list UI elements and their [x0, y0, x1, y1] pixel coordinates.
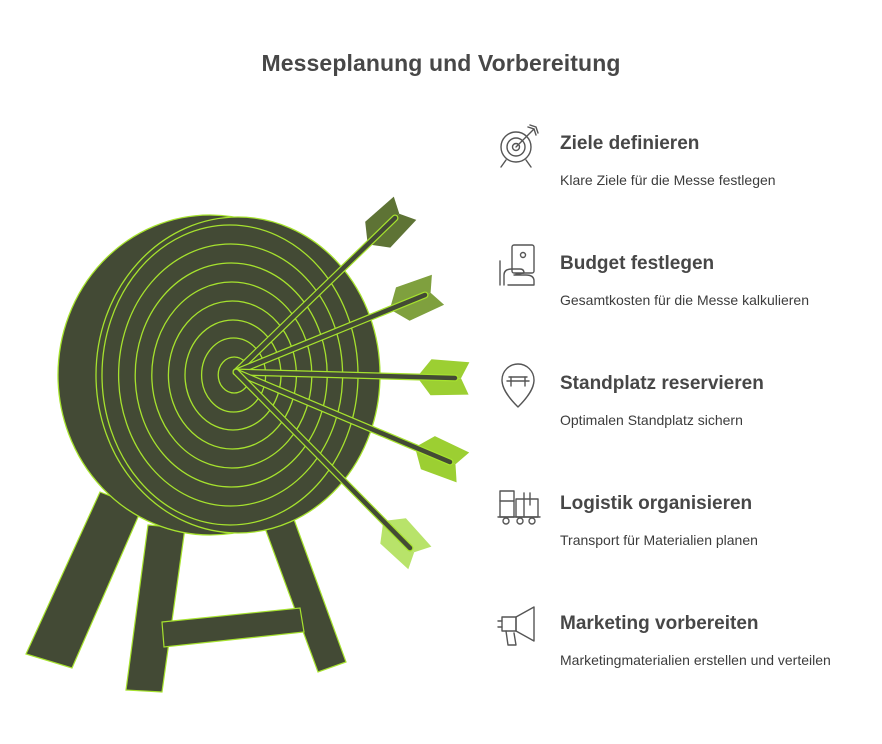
arrow-shaft — [233, 369, 453, 465]
arrow-fletching — [415, 436, 470, 465]
location-pin-icon — [501, 363, 535, 408]
arrow-fletching — [415, 447, 457, 483]
arrow — [232, 368, 432, 570]
step-description: Klare Ziele für die Messe festlegen — [560, 172, 776, 188]
easel-stand — [25, 491, 347, 693]
step-description: Optimalen Standplatz sichern — [560, 412, 743, 428]
arrow-shaft — [233, 292, 428, 375]
arrow-fletching — [380, 521, 415, 570]
arrow — [232, 274, 445, 376]
budget-cash-icon — [499, 244, 535, 286]
arrow-fletching — [383, 518, 432, 553]
step-heading: Logistik organisieren — [560, 493, 753, 514]
arrow-fletching — [389, 292, 445, 321]
arrow — [232, 359, 470, 396]
arrow-shaft — [233, 215, 398, 375]
arrow-shaft — [233, 369, 413, 551]
step-description: Transport für Materialien planen — [560, 532, 758, 548]
step-heading: Standplatz reservieren — [560, 373, 764, 394]
arrow-fletching — [367, 213, 417, 248]
step-heading: Ziele definieren — [560, 133, 700, 154]
step-heading: Marketing vorbereiten — [560, 613, 759, 634]
arrow-fletching — [417, 359, 470, 379]
megaphone-icon — [497, 606, 535, 646]
page-title: Messeplanung und Vorbereitung — [261, 50, 621, 76]
arrow-fletching — [365, 196, 400, 245]
arrow — [232, 368, 470, 483]
target-icon — [500, 124, 539, 168]
arrows-group — [232, 196, 470, 570]
step-description: Marketingmaterialien erstellen und verte… — [560, 652, 831, 668]
arrow-shaft — [233, 369, 458, 381]
truck-forklift-icon — [497, 490, 541, 525]
step-heading: Budget festlegen — [560, 253, 715, 274]
step-description: Gesamtkosten für die Messe kalkulieren — [560, 292, 809, 308]
arrow-fletching — [417, 377, 469, 396]
arrow — [232, 196, 417, 376]
arrow-fletching — [389, 274, 432, 310]
